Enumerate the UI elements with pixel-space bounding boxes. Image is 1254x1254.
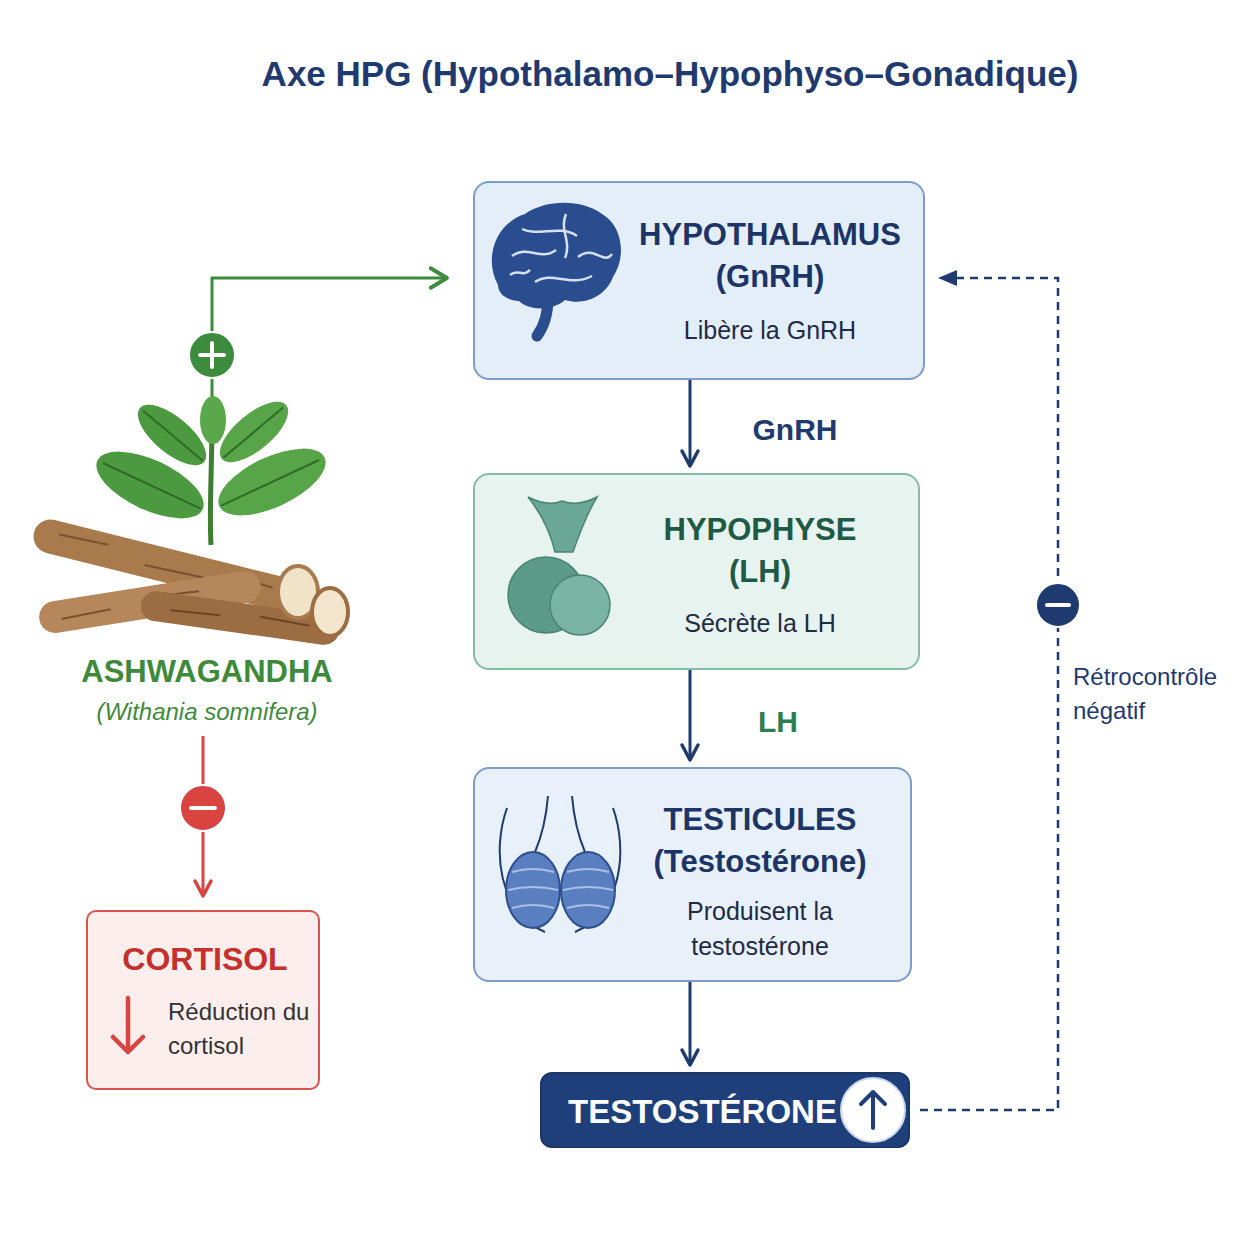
brain-stem — [537, 298, 548, 336]
brain-fold — [578, 253, 612, 258]
text-block: CORTISOL Réduction du cortisol — [88, 939, 322, 1063]
node-heading: CORTISOL — [88, 939, 322, 979]
pituitary-lobe — [508, 557, 584, 633]
leaf-vein — [221, 460, 319, 506]
leaf — [210, 391, 297, 473]
plus-circle — [189, 332, 235, 378]
text-block: HYPOPHYSE (LH) Sécrète la LH — [615, 509, 905, 638]
root-texture — [57, 533, 273, 597]
plant-node: ASHWAGANDHA(Withania somnifera) — [40, 410, 370, 730]
result-pill: TESTOSTÉRONE — [540, 1072, 910, 1148]
plant-stem — [210, 418, 212, 545]
brain-fold — [564, 214, 567, 258]
increase-icon — [841, 1078, 905, 1142]
node-body: Réduction du cortisol — [168, 995, 316, 1063]
brain-fold — [535, 276, 592, 282]
flow-connector — [212, 278, 447, 410]
flow-connector — [689, 670, 692, 760]
leaf — [87, 438, 213, 532]
edge-label: GnRH — [735, 412, 855, 448]
decrease-icon — [113, 998, 143, 1052]
testes-icon — [500, 796, 621, 932]
minus-sign — [1036, 583, 1080, 627]
leaf-vein — [103, 463, 201, 509]
root-piece — [30, 516, 300, 614]
node-heading: HYPOTHALAMUS (GnRH) — [625, 214, 915, 298]
edge-label: LH — [718, 704, 838, 740]
spermatic-cord — [535, 796, 548, 852]
minus-circle — [180, 785, 226, 831]
spermatic-cord — [572, 796, 585, 852]
node-body: Produisent la testostérone — [645, 894, 875, 964]
brain-fold — [510, 270, 530, 275]
organ-box: TESTICULES (Testostérone) Produisent la t… — [473, 767, 912, 982]
root-piece — [30, 516, 300, 614]
testis-stripes — [508, 869, 558, 908]
pituitary-lobe — [550, 575, 610, 635]
testis-shape — [506, 852, 560, 928]
root-piece — [37, 569, 263, 636]
leaf-vein — [143, 411, 203, 461]
node-heading: TESTOSTÉRONE — [568, 1092, 858, 1132]
root-texture — [170, 604, 309, 629]
diagram-title: Axe HPG (Hypothalamo–Hypophyso–Gonadique… — [170, 52, 1170, 96]
scrotum-outline — [575, 808, 620, 932]
leaf — [209, 435, 335, 529]
leaf — [128, 394, 215, 476]
plus-sign — [200, 343, 224, 367]
node-heading: HYPOPHYSE (LH) — [653, 509, 868, 593]
node-body: (Withania somnifera) — [42, 695, 372, 729]
minus-sign — [191, 806, 215, 810]
increase-circle — [841, 1078, 905, 1142]
plus-sign — [189, 332, 235, 378]
node-body: Sécrète la LH — [615, 608, 905, 638]
edge-label: Rétrocontrôle négatif — [1073, 660, 1241, 728]
root-cut — [278, 566, 318, 618]
leaf-bud — [200, 396, 226, 444]
testis-shape — [561, 852, 615, 928]
minus-sign — [180, 785, 226, 831]
brain-shape — [492, 203, 621, 309]
scrotum-outline — [500, 808, 545, 932]
text-block: TESTOSTÉRONE — [568, 1092, 858, 1132]
leaf — [128, 394, 215, 476]
up-arrow — [861, 1092, 885, 1128]
leaf-vein — [223, 408, 283, 458]
leaf — [210, 391, 297, 473]
node-heading: ASHWAGANDHA — [42, 652, 372, 692]
root-texture — [60, 589, 200, 619]
leaf — [87, 438, 213, 532]
text-block: ASHWAGANDHA(Withania somnifera) — [42, 652, 372, 729]
organ-box: HYPOTHALAMUS (GnRH) Libère la GnRH — [473, 181, 925, 380]
brain-fold — [522, 229, 577, 236]
testis-stripes — [563, 869, 613, 908]
brain-fold — [512, 250, 556, 256]
node-body: Libère la GnRH — [625, 315, 915, 345]
effect-box: CORTISOL Réduction du cortisol — [86, 910, 320, 1090]
text-block: HYPOTHALAMUS (GnRH) Libère la GnRH — [625, 214, 915, 345]
node-heading: TESTICULES (Testostérone) — [625, 799, 895, 883]
feedback-connector — [920, 278, 1058, 1110]
minus-sign — [1047, 603, 1069, 607]
root-piece — [139, 589, 341, 647]
down-arrow — [113, 998, 143, 1052]
minus-circle — [1036, 583, 1080, 627]
pituitary-icon — [508, 497, 610, 635]
organ-box: HYPOPHYSE (LH) Sécrète la LH — [473, 473, 920, 670]
root-piece — [139, 589, 341, 647]
leaf — [209, 435, 335, 529]
brain-icon — [492, 203, 621, 336]
root-cut — [312, 588, 348, 636]
flow-connector — [689, 982, 692, 1065]
root-piece — [37, 569, 263, 636]
plant-illustration — [30, 391, 348, 647]
pituitary-stalk — [528, 497, 597, 552]
flow-connector — [689, 380, 692, 466]
text-block: TESTICULES (Testostérone) Produisent la t… — [625, 799, 895, 964]
flow-connector — [202, 736, 205, 896]
